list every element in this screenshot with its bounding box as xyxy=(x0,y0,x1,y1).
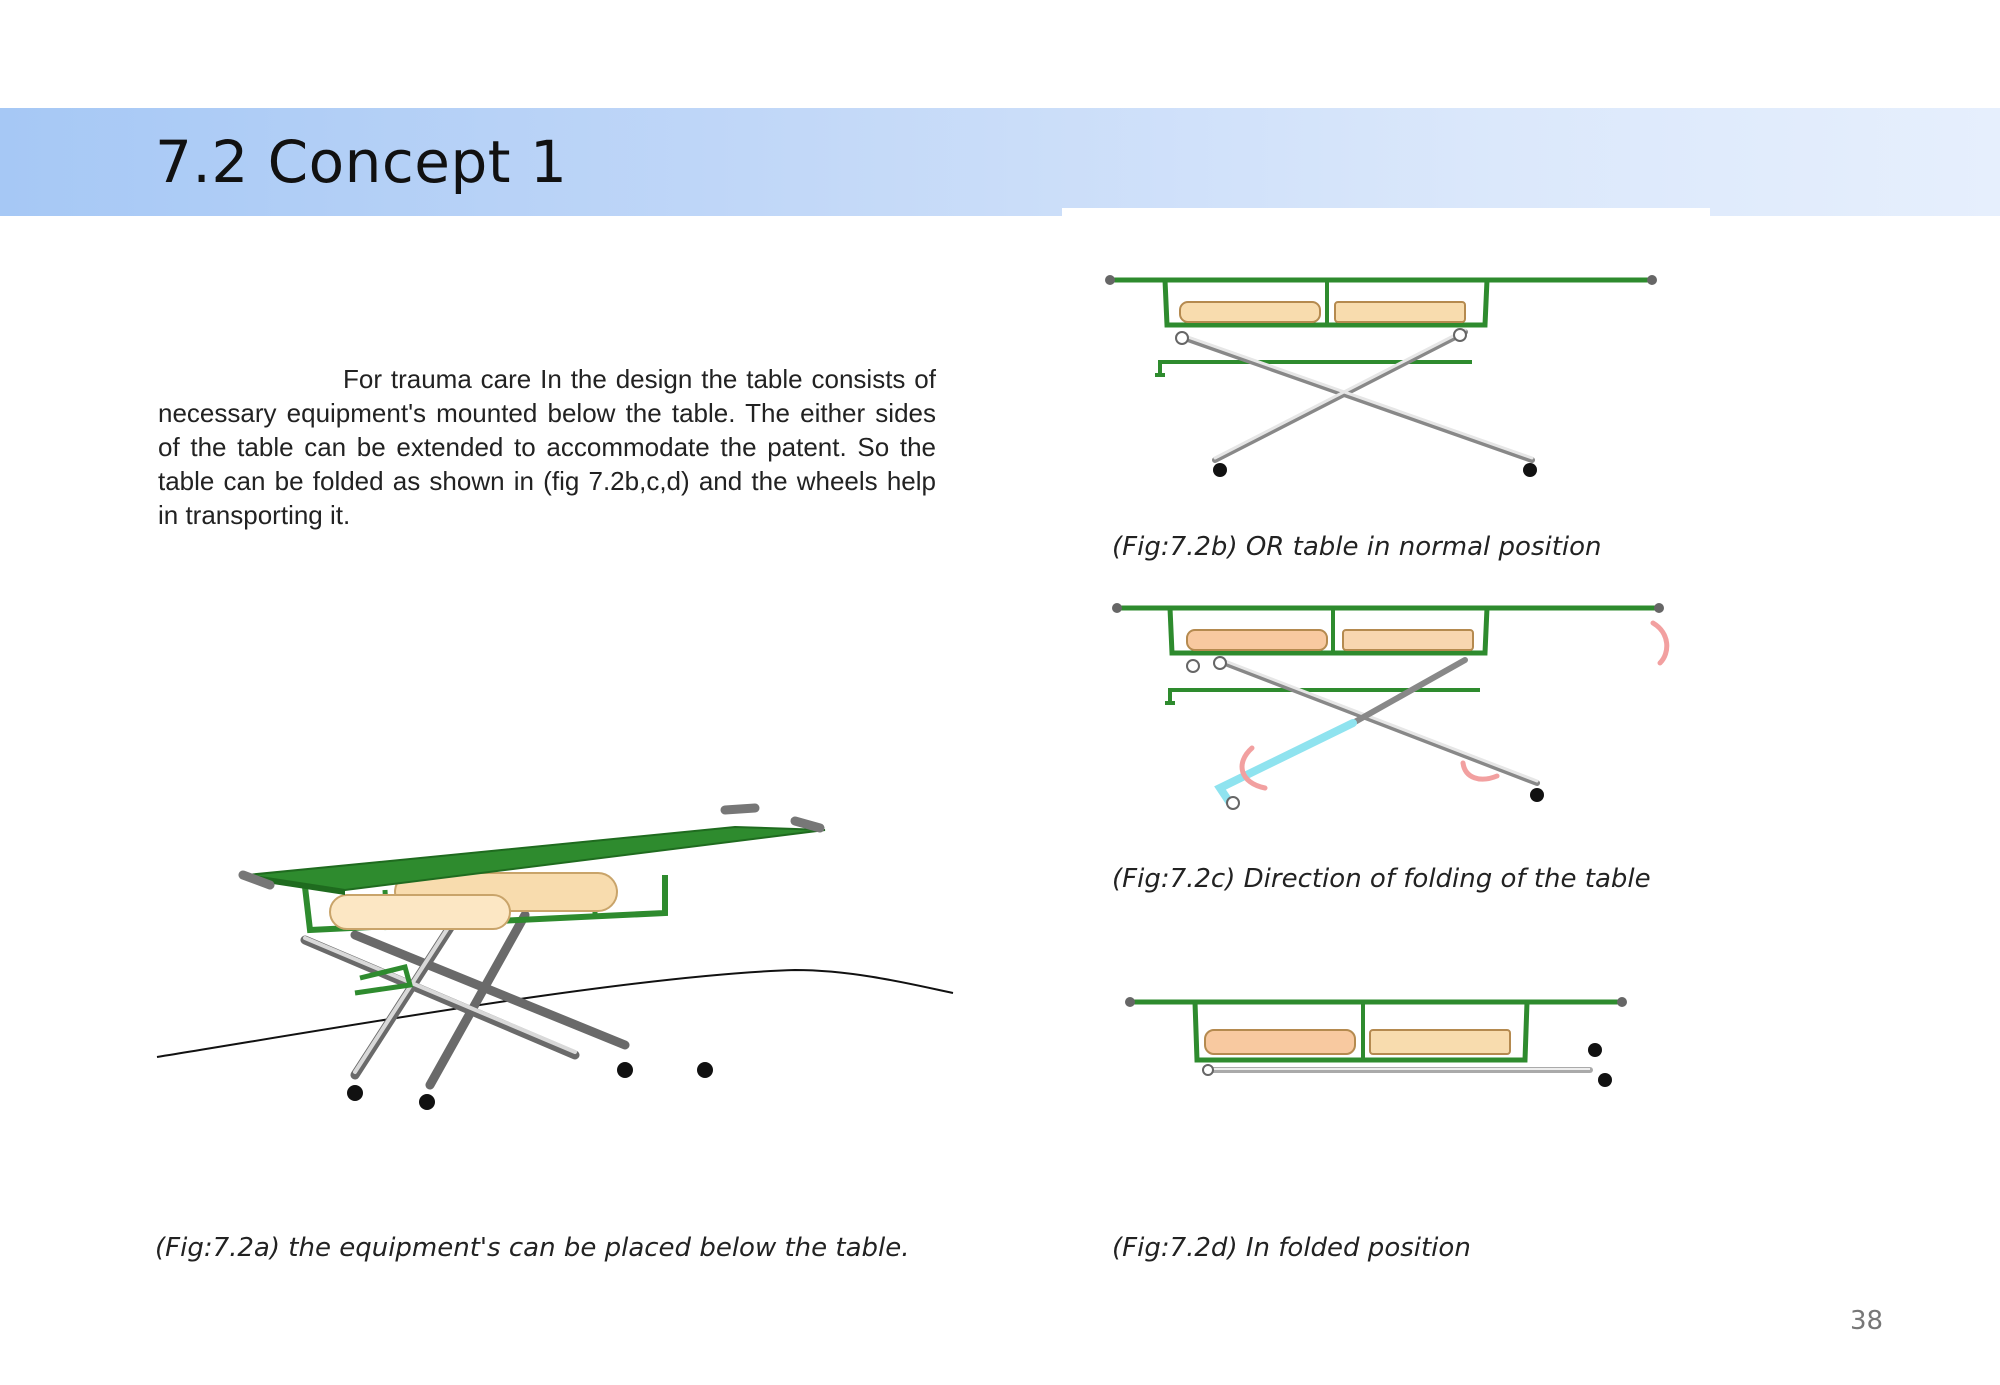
header-notch xyxy=(1062,208,1710,216)
fig-7-2d-illustration xyxy=(1125,997,1627,1087)
body-paragraph: For trauma care In the design the table … xyxy=(158,364,936,530)
fig-7-2b-illustration xyxy=(1105,275,1657,477)
header-band xyxy=(0,108,2000,216)
fig-7-2d-caption: (Fig:7.2d) In folded position xyxy=(1112,1233,1471,1263)
page-title: 7.2 Concept 1 xyxy=(155,128,568,196)
page-number: 38 xyxy=(1850,1306,1884,1336)
fig-7-2b-caption: (Fig:7.2b) OR table in normal position xyxy=(1112,532,1602,562)
fig-7-2a-caption: (Fig:7.2a) the equipment's can be placed… xyxy=(155,1233,910,1263)
fig-7-2a-illustration xyxy=(156,803,954,1110)
fig-7-2c-caption: (Fig:7.2c) Direction of folding of the t… xyxy=(1112,864,1651,894)
fig-7-2c-illustration xyxy=(1112,603,1670,810)
